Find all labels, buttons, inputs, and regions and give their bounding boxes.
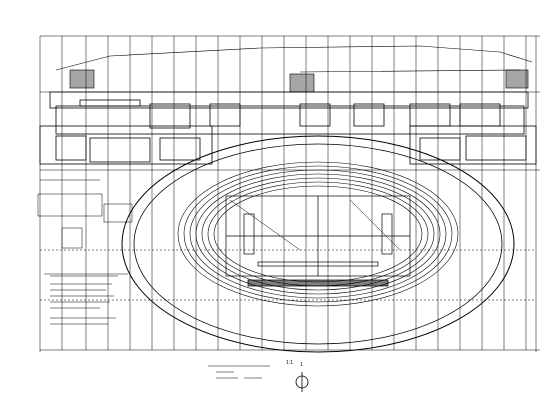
stair-hatches [69, 69, 529, 93]
infield [225, 195, 411, 287]
site-boundary [55, 45, 533, 73]
grid-lines [39, 35, 540, 352]
legend-notes [50, 275, 118, 325]
stadium-outer-ring [121, 135, 515, 353]
title-block [208, 365, 270, 379]
north-arrow-icon [295, 372, 309, 392]
scale-label: 1:1 [286, 360, 293, 366]
sheet-mark: 1 [300, 362, 303, 368]
west-annex-details [37, 179, 133, 275]
building-block-main [39, 91, 537, 165]
running-track [177, 161, 459, 307]
